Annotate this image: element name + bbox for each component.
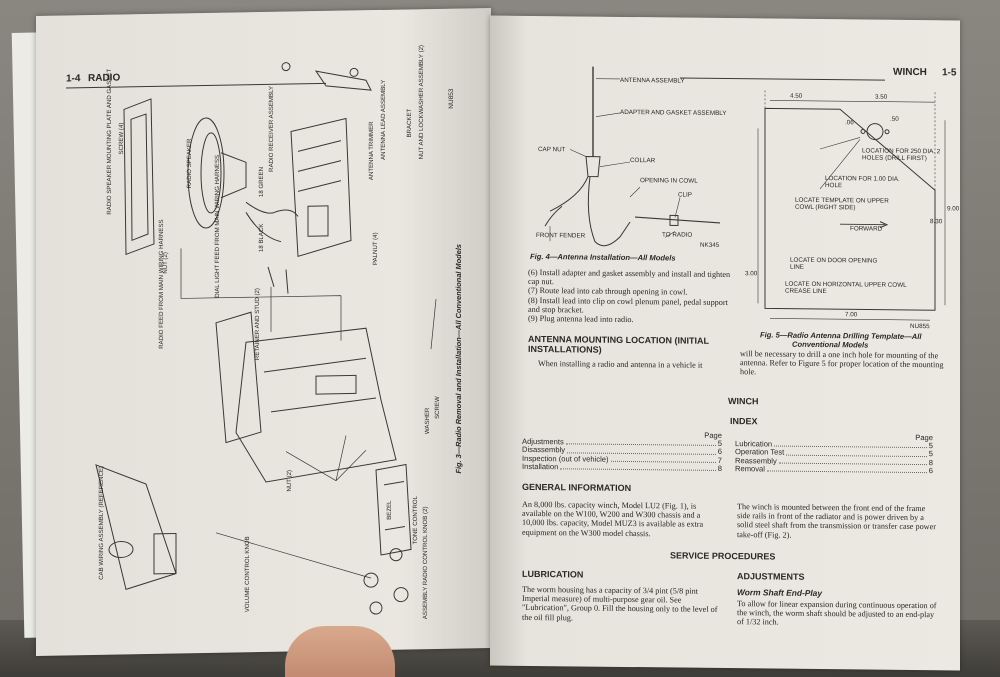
left-page: 1-4 RADIO	[36, 8, 491, 656]
label-radio-feed: RADIO FEED FROM MAIN WIRING HARNESS	[158, 219, 165, 349]
label-location-100: LOCATION FOR 1.00 DIA. HOLE	[825, 175, 900, 190]
drill-hole-shape	[866, 123, 884, 141]
dash-panel-shape	[235, 327, 397, 483]
label-bezel: BEZEL	[386, 500, 393, 520]
adjustments-heading: ADJUSTMENTS	[737, 571, 805, 582]
bracket-shape	[314, 70, 372, 91]
receiver-shape	[290, 117, 352, 258]
label-to-radio: TO RADIO	[662, 231, 693, 239]
dim-3-00: 3.00	[745, 270, 758, 278]
label-retainer-stud: RETAINER AND STUD (2)	[254, 288, 261, 361]
label-receiver: RADIO RECEIVER ASSEMBLY	[268, 85, 275, 172]
right-page: WINCH 1-5	[490, 15, 960, 671]
antenna-diagrams	[544, 66, 946, 321]
fig5-caption-line2: Conventional Models	[792, 339, 869, 350]
label-washer: WASHER	[424, 407, 431, 435]
step-6: (6) Install adapter and gasket assembly …	[528, 267, 731, 287]
fig3-caption: Fig. 3—Radio Removal and Installation—Al…	[454, 243, 463, 474]
label-location-250: LOCATION FOR 250 DIA. 2 HOLES (DRILL FIR…	[862, 147, 941, 163]
label-antenna-lead: ANTENNA LEAD ASSEMBLY	[380, 79, 387, 160]
label-nut-2-bottom: NUT (2)	[286, 469, 293, 492]
label-clip: CLIP	[678, 191, 692, 199]
label-palnut: PALNUT (4)	[372, 232, 379, 266]
dim-9-00: 9.00	[947, 205, 960, 213]
cab-wiring-shape	[95, 464, 177, 591]
worm-shaft-heading: Worm Shaft End-Play	[737, 587, 823, 599]
antenna-text-right: will be necessary to drill a one inch ho…	[740, 349, 944, 377]
label-volume-knob: VOLUME CONTROL KNOB	[244, 536, 251, 613]
index-page: 6	[928, 465, 933, 475]
label-18-green: 18 GREEN	[258, 166, 265, 198]
label-bracket: BRACKET	[406, 108, 413, 138]
figure-code-nu853: NU853	[448, 88, 455, 109]
label-adapter-gasket: ADAPTER AND GASKET ASSEMBLY	[620, 108, 727, 118]
dim-50: .50	[890, 115, 899, 123]
fig4-caption: Fig. 4—Antenna Installation—All Models	[530, 251, 676, 263]
label-opening-cowl: OPENING IN COWL	[640, 177, 698, 185]
label-locate-template: LOCATE TEMPLATE ON UPPER COWL (RIGHT SID…	[795, 196, 889, 212]
label-screw: SCREW (4)	[118, 122, 125, 155]
dim-8-30: 8.30	[930, 218, 943, 226]
speaker-shape	[187, 117, 225, 229]
index-page: 8	[717, 463, 722, 473]
antenna-mounting-heading: ANTENNA MOUNTING LOCATION (INITIAL INSTA…	[528, 333, 709, 355]
index-title: INDEX	[730, 416, 758, 427]
dim-4-50: 4.50	[790, 92, 803, 100]
winch-title: WINCH	[728, 396, 759, 407]
general-info-heading: GENERAL INFORMATION	[522, 481, 632, 494]
label-nut-lockwasher: NUT AND LOCKWASHER ASSEMBLY (2)	[418, 44, 425, 160]
index-label: Installation	[522, 461, 559, 472]
label-cab-wiring: CAB WIRING ASSEMBLY (REFERENCE)	[98, 465, 105, 580]
speaker-plate-shape	[123, 98, 155, 256]
label-screw-2: SCREW	[434, 396, 441, 420]
dim-3-50: 3.50	[875, 93, 888, 101]
label-radio-control-knob: ASSEMBLY RADIO CONTROL KNOB (2)	[422, 506, 429, 620]
label-collar: COLLAR	[630, 157, 656, 165]
label-radio-speaker: RADIO SPEAKER	[186, 138, 193, 189]
dim-06: .06	[845, 119, 854, 127]
thumb	[285, 626, 395, 677]
general-info-right: The winch is mounted between the front e…	[737, 502, 936, 540]
label-front-fender: FRONT FENDER	[536, 232, 586, 240]
step-8: (8) Install lead into clip on cowl plenu…	[528, 295, 728, 315]
label-forward: FORWARD	[850, 225, 883, 233]
label-nk345: NK345	[700, 241, 720, 249]
label-nu855: NU855	[910, 322, 930, 331]
label-door-opening: LOCATE ON DOOR OPENING LINE	[790, 256, 878, 271]
worm-shaft-text: To allow for linear expansion during con…	[737, 599, 937, 627]
steps-list: (6) Install adapter and gasket assembly …	[528, 268, 738, 325]
dim-7-00: 7.00	[845, 311, 858, 319]
label-speaker-plate: RADIO SPEAKER MOUNTING PLATE AND GASKET	[106, 68, 113, 215]
radio-diagram	[95, 62, 437, 615]
label-cap-nut: CAP NUT	[538, 146, 566, 154]
knob-shape-1	[363, 572, 379, 588]
label-antenna-assembly: ANTENNA ASSEMBLY	[620, 76, 685, 85]
service-procedures-heading: SERVICE PROCEDURES	[670, 550, 776, 562]
label-dial-light-feed: DIAL LIGHT FEED FROM MAIN WIRING HARNESS	[214, 154, 221, 298]
bezel-shape	[375, 463, 412, 556]
lubrication-text: The worm housing has a capacity of 3/4 p…	[522, 584, 718, 623]
label-antenna-trimmer: ANTENNA TRIMMER	[368, 121, 375, 181]
template-shape	[764, 107, 936, 311]
index-label: Removal	[735, 463, 765, 474]
lubrication-heading: LUBRICATION	[522, 568, 584, 580]
label-18-black: 18 BLACK	[258, 223, 265, 253]
label-tone-control: TONE CONTROL	[412, 495, 419, 545]
general-info-left: An 8,000 lbs. capacity winch, Model LU2 …	[522, 499, 704, 538]
label-cowl-crease: LOCATE ON HORIZONTAL UPPER COWL CREASE L…	[785, 280, 907, 296]
